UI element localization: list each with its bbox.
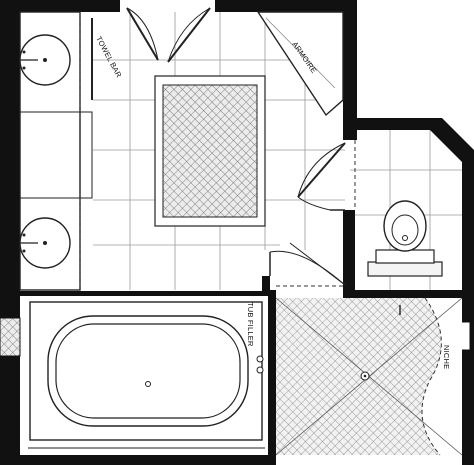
wc-door bbox=[297, 142, 346, 211]
armoire bbox=[256, 11, 344, 117]
shower bbox=[275, 285, 463, 456]
double-vanity bbox=[19, 11, 93, 291]
entry-door bbox=[126, 7, 211, 63]
sink-lower bbox=[19, 217, 71, 269]
sink-upper bbox=[19, 34, 71, 86]
shower-door bbox=[269, 242, 346, 286]
tub-filler-label: TUB FILLER bbox=[246, 302, 255, 347]
towel-bar-label: TOWEL BAR bbox=[94, 35, 124, 80]
toilet bbox=[367, 200, 443, 277]
bathtub bbox=[29, 301, 264, 441]
niche-label: NICHE bbox=[442, 345, 451, 369]
area-rug bbox=[154, 75, 266, 227]
